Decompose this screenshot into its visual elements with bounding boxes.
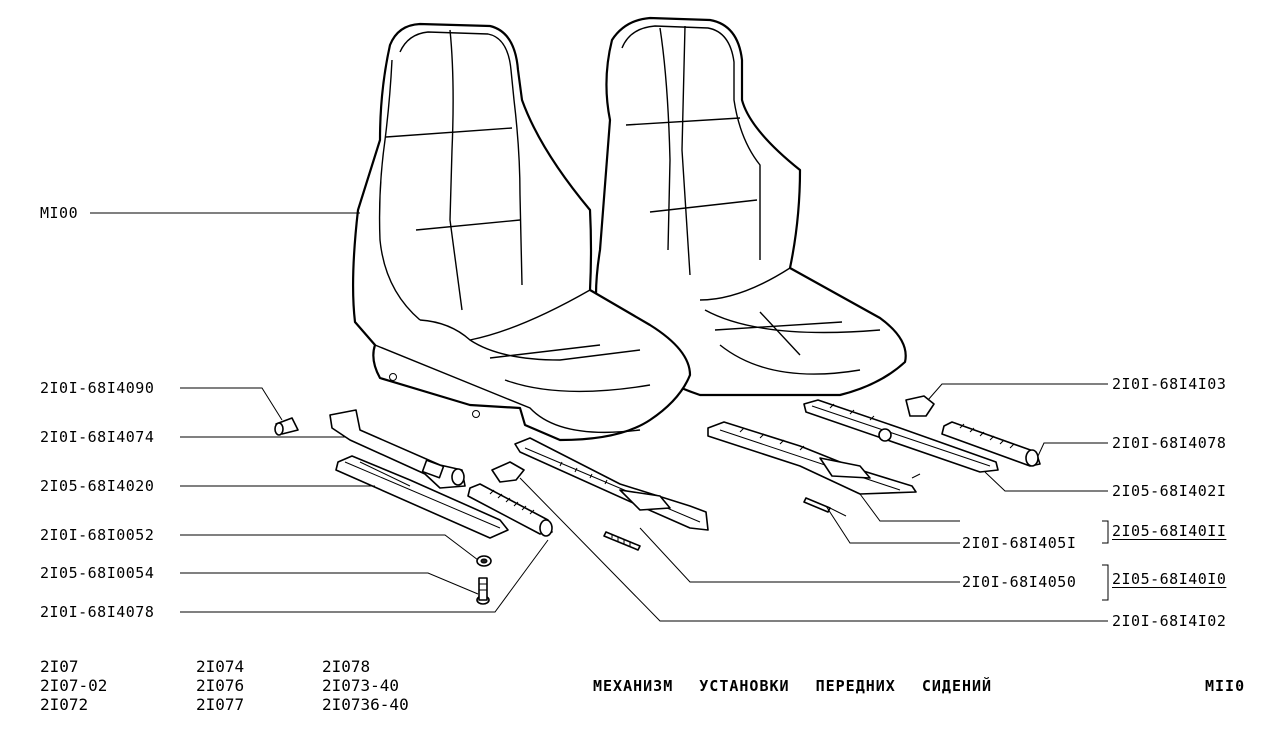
label-left-2: 2I0I-68I4074 (40, 428, 155, 446)
label-right-5a: 2I0I-68I4050 (962, 573, 1077, 591)
label-left-5: 2I05-68I0054 (40, 564, 155, 582)
label-right-4b: 2I05-68I40II (1112, 522, 1227, 540)
model-code: 2I078 (322, 657, 371, 676)
label-left-1: 2I0I-68I4090 (40, 379, 155, 397)
model-code: 2I073-40 (322, 676, 400, 695)
label-left-4: 2I0I-68I0052 (40, 526, 155, 544)
model-code: 2I0736-40 (322, 695, 409, 714)
label-seat: MI00 (40, 204, 79, 222)
left-seat (351, 22, 692, 442)
model-code: 2I07-02 (40, 676, 108, 695)
sheet-code: MII0 (1205, 677, 1246, 695)
model-list-3: 2I078 2I073-40 2I0736-40 (322, 657, 409, 714)
model-code: 2I07 (40, 657, 79, 676)
model-code: 2I076 (196, 676, 245, 695)
model-code: 2I074 (196, 657, 245, 676)
left-parts (274, 409, 553, 605)
model-code: 2I077 (196, 695, 245, 714)
model-code: 2I072 (40, 695, 89, 714)
label-right-6: 2I0I-68I4I02 (1112, 612, 1227, 630)
label-left-3: 2I05-68I4020 (40, 477, 155, 495)
label-right-1: 2I0I-68I4I03 (1112, 375, 1227, 393)
diagram-title: МЕХАНИЗМ УСТАНОВКИ ПЕРЕДНИХ СИДЕНИЙ (593, 677, 993, 695)
label-right-5b: 2I05-68I40I0 (1112, 570, 1227, 588)
label-left-6: 2I0I-68I4078 (40, 603, 155, 621)
label-right-4a: 2I0I-68I405I (962, 534, 1077, 552)
label-right-2: 2I0I-68I4078 (1112, 434, 1227, 452)
label-right-3: 2I05-68I402I (1112, 482, 1227, 500)
model-list-1: 2I07 2I07-02 2I072 (40, 657, 107, 714)
model-list-2: 2I074 2I076 2I077 (196, 657, 244, 714)
leader-lines (90, 212, 1109, 622)
right-parts (491, 395, 1041, 551)
right-seat (594, 16, 907, 397)
